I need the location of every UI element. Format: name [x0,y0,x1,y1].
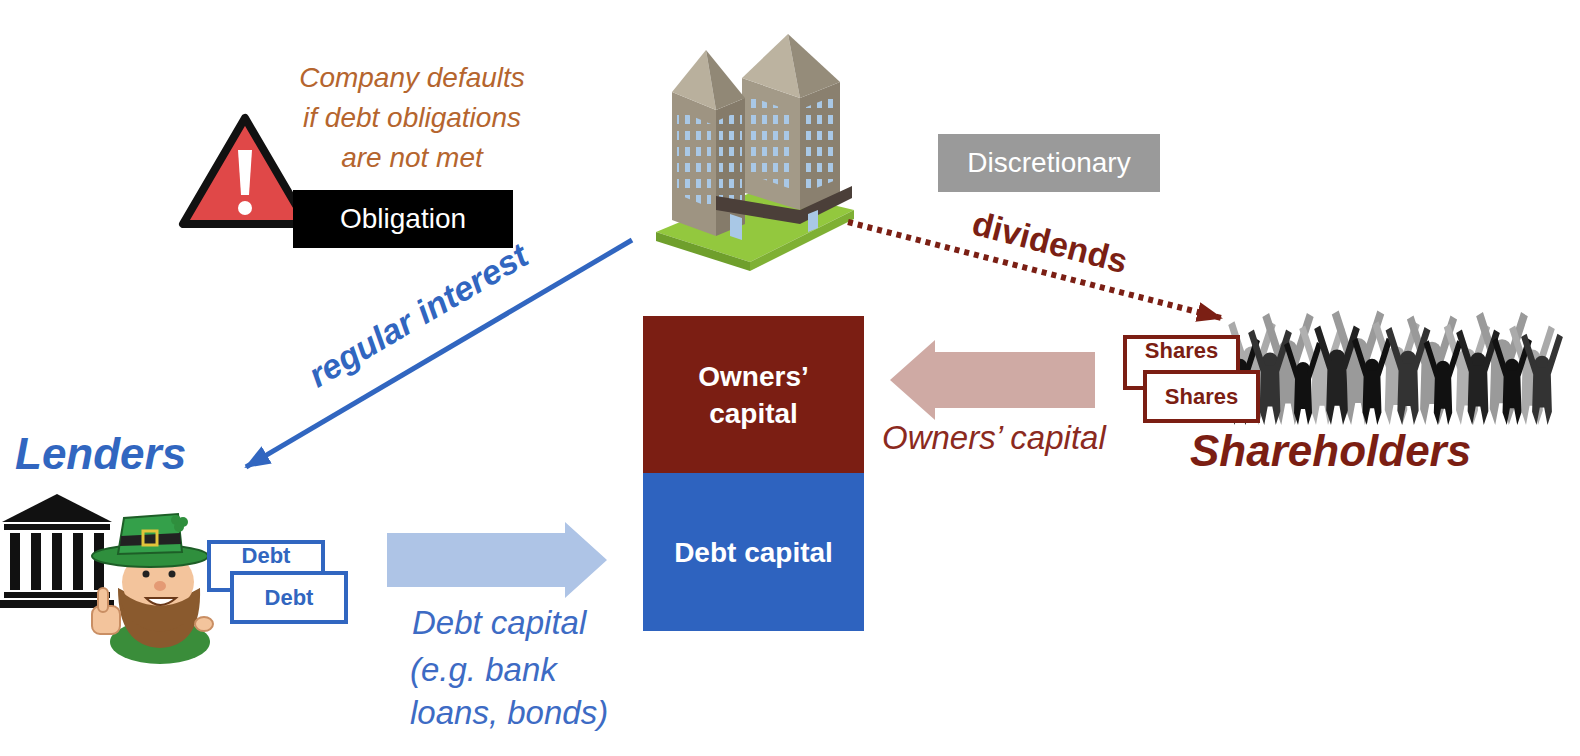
debt-capital-box: Debt capital [643,473,864,631]
tower-roof [706,50,745,110]
capital-flow-arrow [387,522,607,598]
crowd-person [1352,338,1392,425]
certificate-label: Shares [1165,384,1238,410]
bank-beam [4,524,110,530]
lender-hand [195,617,213,631]
dividend-label: dividends [968,203,1132,281]
discretionary-badge: Discretionary [938,134,1160,192]
lender-beard [118,588,200,632]
tower-side [800,82,840,210]
tower-face [742,78,800,210]
certificate-label: Debt [265,585,314,611]
tower-windows [719,110,742,210]
label-holder: Company defaults if debt obligations are… [293,58,531,178]
crowd-person [1386,327,1431,425]
bank-column [10,533,20,590]
warning-triangle [183,118,307,224]
crowd-person [1284,342,1322,425]
tower-roof [788,34,840,98]
bank-column [52,533,62,590]
lender-eye [169,571,176,578]
building-door [808,210,818,232]
shareholder-crowd [1220,310,1563,425]
crowd-person [1314,325,1360,425]
bank-step [4,592,110,598]
capital-flow-arrow [890,340,1095,420]
shareholders-group: ShareholdersSharesShares [1118,300,1575,485]
certificate-label: Debt [242,544,291,568]
exclamation-mark [238,150,252,195]
bank-column [73,533,83,590]
interest-arrow [246,240,632,467]
crowd-person [1521,334,1563,425]
hat-crown [118,514,182,554]
label-holder: Owners’ capital [880,420,1108,456]
warning-note: Company defaults if debt obligations are… [293,58,531,178]
lenders-group: LendersDebtDebt [0,425,362,645]
flow-note: (e.g. bank loans, bonds) [410,648,640,734]
lender-nose [154,581,166,591]
tower-windows [748,96,794,190]
company-building [656,34,854,271]
share-certificate: Shares [1143,370,1260,423]
badge-label: Discretionary [967,146,1130,180]
debt-certificate: Debt [230,571,348,624]
exclamation-dot [238,201,252,215]
group-heading: Lenders [15,429,186,479]
crowd-person [1424,340,1463,425]
obligation-badge: Obligation [293,190,513,248]
certificate-label: Shares [1145,339,1218,363]
interest-label: regular interest [301,235,535,395]
building-door [730,214,742,240]
flow-label: Debt capital [410,603,588,643]
warning-shape [183,118,307,224]
bank-pediment [2,494,112,522]
label-holder: Debt capital [410,603,588,643]
capital-label: Owners’ capital [674,358,834,432]
capital-label: Debt capital [674,534,834,571]
clover [174,522,184,532]
tower-face [672,92,716,236]
owners-capital-box: Owners’ capital [643,316,864,473]
badge-label: Obligation [340,202,466,236]
thumb [98,588,108,612]
flow-label: Owners’ capital [880,420,1108,456]
hat-buckle [143,531,157,545]
lender-figure [92,514,213,664]
tower-windows [804,95,836,193]
lender-mouth [146,598,176,605]
label-holder: (e.g. bank loans, bonds) [410,648,640,734]
group-heading: Shareholders [1190,426,1471,476]
bank-column [31,533,41,590]
lender-eye [143,571,150,578]
tower-windows [677,110,711,208]
